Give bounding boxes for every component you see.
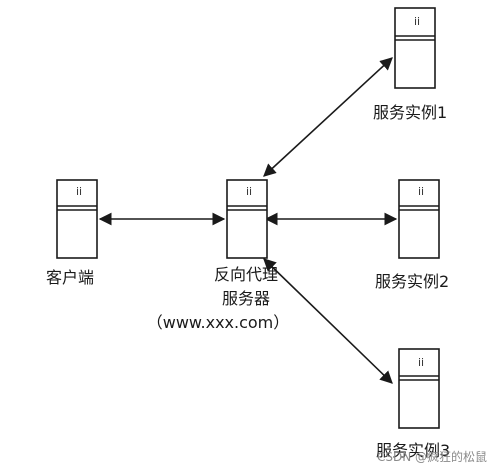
server-icon-proxy: ii	[226, 179, 268, 259]
server-icon-service3: ii	[398, 348, 440, 429]
edge-proxy-service1	[263, 57, 393, 177]
server-badge: ii	[414, 15, 420, 28]
client-label: 客户端	[46, 268, 95, 287]
edge-proxy-service3	[263, 258, 393, 384]
server-badge: ii	[76, 185, 82, 198]
proxy-label-line2: 服务器	[221, 289, 271, 308]
service2-label: 服务实例2	[375, 272, 450, 291]
server-badge: ii	[246, 185, 252, 198]
server-badge: ii	[418, 356, 424, 369]
watermark: CSDN @疯狂的松鼠	[376, 450, 487, 464]
server-badge: ii	[418, 185, 424, 198]
proxy-label-line1: 反向代理	[213, 265, 279, 284]
server-icon-service2: ii	[398, 179, 440, 259]
server-icon-client: ii	[56, 179, 98, 259]
service1-label: 服务实例1	[373, 103, 448, 122]
proxy-label-line3: （www.xxx.com）	[146, 313, 290, 332]
service3-label: 服务实例3	[376, 441, 451, 460]
server-icon-service1: ii	[394, 7, 436, 89]
